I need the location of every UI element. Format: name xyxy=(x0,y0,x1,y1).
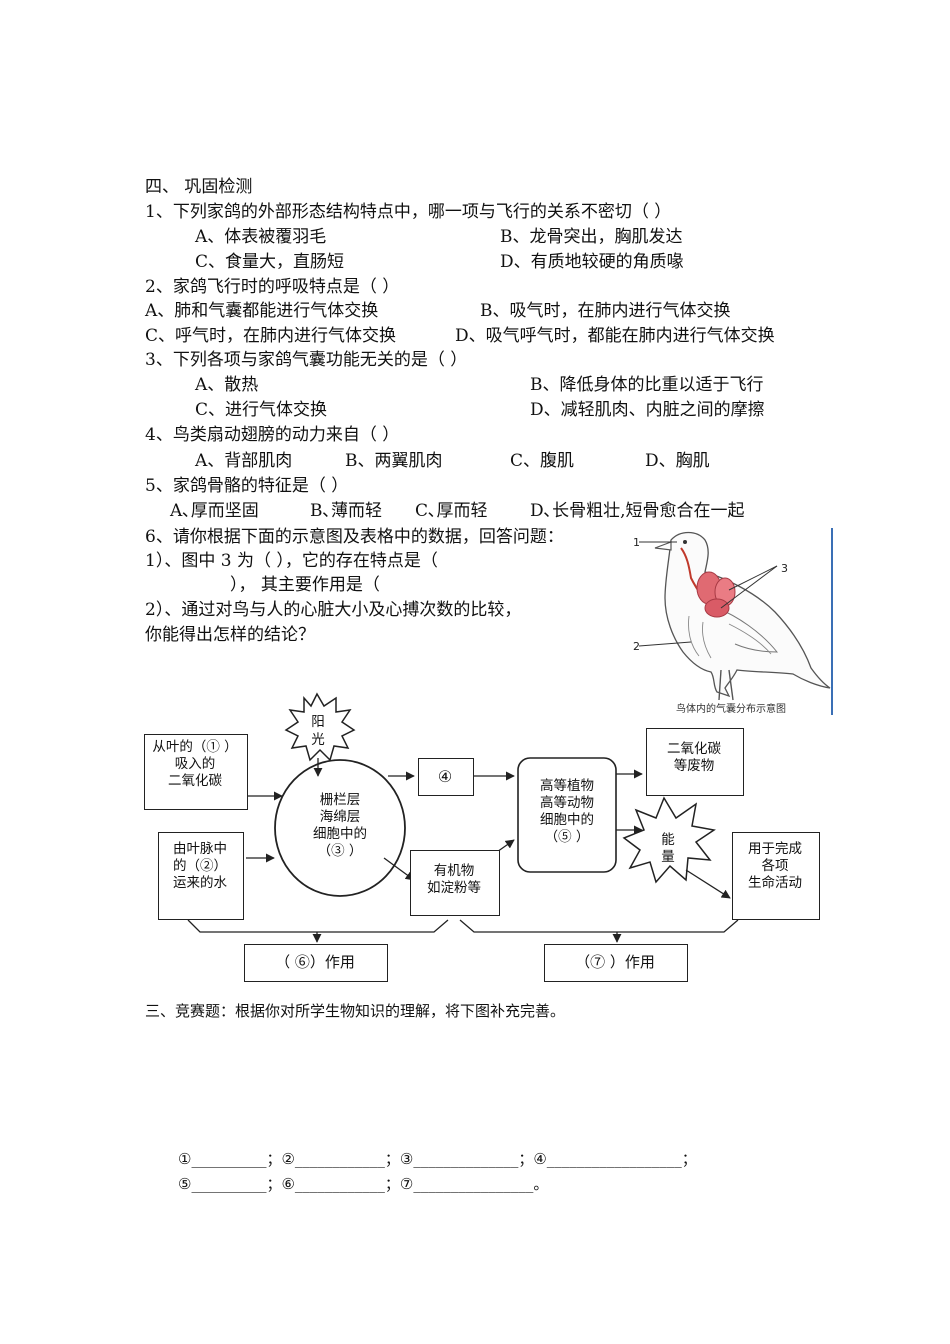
q4-option-a: A、背部肌肉 xyxy=(195,451,293,471)
q4-option-c: C、腹肌 xyxy=(510,451,575,471)
box-life-line3: 生命活动 xyxy=(748,875,802,891)
bird-label-3: 3 xyxy=(781,562,788,575)
q2-stem: 2、家鸽飞行时的呼吸特点是（ ） xyxy=(145,277,400,297)
q2-option-c: C、呼气时，在肺内进行气体交换 xyxy=(145,326,397,346)
q5-option-d: D､长骨粗壮,短骨愈合在一起 xyxy=(530,501,745,521)
q3-option-b: B、降低身体的比重以适于飞行 xyxy=(530,375,764,395)
box-organic-line1: 有机物 xyxy=(433,863,475,879)
box-vein-water: 由叶脉中 的（②） 运来的水 xyxy=(158,832,244,920)
q1-stem: 1、下列家鸽的外部形态结构特点中，哪一项与飞行的关系不密切（ ） xyxy=(145,202,672,222)
box-life-activity: 用于完成 各项 生命活动 xyxy=(732,832,820,920)
energy-label-2: 量 xyxy=(661,849,675,865)
q4-option-b: B、两翼肌肉 xyxy=(345,451,443,471)
q6-part1-line1: 1）、图中 3 为（ ），它的存在特点是（ xyxy=(145,551,438,571)
q1-option-a: A、体表被覆羽毛 xyxy=(195,227,327,247)
oval-line3: 细胞中的 xyxy=(313,826,367,842)
q6-stem: 6、请你根据下面的示意图及表格中的数据，回答问题： xyxy=(145,527,564,547)
q5-option-c: C､厚而轻 xyxy=(415,501,488,521)
sun-burst-icon xyxy=(284,692,356,762)
answer-row-1: ①__________；②____________；③_____________… xyxy=(178,1150,697,1168)
energy-label-1: 能 xyxy=(661,832,675,848)
box-vein-line3: 运来的水 xyxy=(173,875,227,891)
box-leaf-co2: 从叶的（① ） 吸入的 二氧化碳 xyxy=(144,734,248,810)
box-cell-frame xyxy=(517,757,617,873)
q3-option-c: C、进行气体交换 xyxy=(195,400,328,420)
box-6-label: （ ⑥）作用 xyxy=(275,953,355,971)
section3-heading: 三、竞赛题：根据你对所学生物知识的理解，将下图补充完善。 xyxy=(145,1002,566,1020)
q5-option-a: A､厚而坚固 xyxy=(170,501,259,521)
box-cell-line2: 高等动物 xyxy=(540,795,594,811)
flow-diagram: 阳 光 从叶的（① ） 吸入的 二氧化碳 由叶脉中 的（②） 运来的水 栅栏层 … xyxy=(130,690,830,990)
box-co2-line1: 二氧化碳 xyxy=(667,741,721,757)
answer-row-2: ⑤__________；⑥____________；⑦_____________… xyxy=(178,1175,549,1193)
section4-heading: 四、 巩固检测 xyxy=(145,177,253,197)
q1-option-b: B、龙骨突出，胸肌发达 xyxy=(500,227,683,247)
q2-option-a: A、肺和气囊都能进行气体交换 xyxy=(145,301,379,321)
q6-part1-line2: ）， 其主要作用是（ xyxy=(230,575,380,595)
q1-option-d: D、有质地较硬的角质喙 xyxy=(500,252,684,272)
box-organic: 有机物 如淀粉等 xyxy=(410,850,500,916)
q3-option-a: A、散热 xyxy=(195,375,259,395)
box-6: （ ⑥）作用 xyxy=(244,944,388,982)
q5-option-b: B､薄而轻 xyxy=(310,501,382,521)
box-leaf-line1: 从叶的（① ） xyxy=(152,739,238,755)
sun-label-2: 光 xyxy=(311,732,325,748)
oval-chloroplast xyxy=(274,759,406,897)
box-vein-line2: 的（②） xyxy=(173,858,227,874)
box-co2-line2: 等废物 xyxy=(673,758,715,774)
box-cell-line1: 高等植物 xyxy=(540,778,594,794)
bird-label-1: 1 xyxy=(633,536,640,549)
box-organic-line2: 如淀粉等 xyxy=(427,880,481,896)
box-vein-line1: 由叶脉中 xyxy=(173,841,227,857)
q6-part2-line1: 2）、通过对鸟与人的心脏大小及心搏次数的比较， xyxy=(145,600,522,620)
q6-part2-line2: 你能得出怎样的结论？ xyxy=(145,625,315,645)
oval-line2: 海绵层 xyxy=(319,809,361,825)
q5-stem: 5、家鸽骨骼的特征是（ ） xyxy=(145,476,349,496)
q2-option-d: D、吸气呼气时，都能在肺内进行气体交换 xyxy=(455,326,775,346)
sun-label-1: 阳 xyxy=(311,714,325,730)
bird-figure-caption: 鸟体内的气囊分布示意图 xyxy=(676,702,786,715)
box-leaf-line2: 吸入的 xyxy=(174,756,216,772)
q3-stem: 3、下列各项与家鸽气囊功能无关的是（ ） xyxy=(145,350,468,370)
box-cell-line4: （⑤ ） xyxy=(544,829,590,845)
bird-air-sac-figure: 1 2 3 鸟体内的气囊分布示意图 xyxy=(625,520,837,718)
q4-stem: 4、鸟类扇动翅膀的动力来自（ ） xyxy=(145,425,400,445)
bird-label-2: 2 xyxy=(633,640,640,653)
q1-option-c: C、食量大，直肠短 xyxy=(195,252,345,272)
box-4-label: ④ xyxy=(437,767,453,786)
box-7-label: （⑦ ）作用 xyxy=(575,953,655,971)
box-co2-waste: 二氧化碳 等废物 xyxy=(646,728,744,796)
box-cell-line3: 细胞中的 xyxy=(540,812,594,828)
q3-option-d: D、减轻肌肉、内脏之间的摩擦 xyxy=(530,400,765,420)
box-life-line2: 各项 xyxy=(761,858,789,874)
box-7: （⑦ ）作用 xyxy=(544,944,688,982)
oval-line1: 栅栏层 xyxy=(319,792,361,808)
energy-burst-icon xyxy=(622,796,716,884)
box-leaf-line3: 二氧化碳 xyxy=(168,773,222,789)
box-life-line1: 用于完成 xyxy=(748,841,802,857)
box-4: ④ xyxy=(418,758,474,796)
lung xyxy=(704,598,730,618)
q4-option-d: D、胸肌 xyxy=(645,451,710,471)
oval-line4: （③ ） xyxy=(317,843,363,859)
q2-option-b: B、吸气时，在肺内进行气体交换 xyxy=(480,301,731,321)
